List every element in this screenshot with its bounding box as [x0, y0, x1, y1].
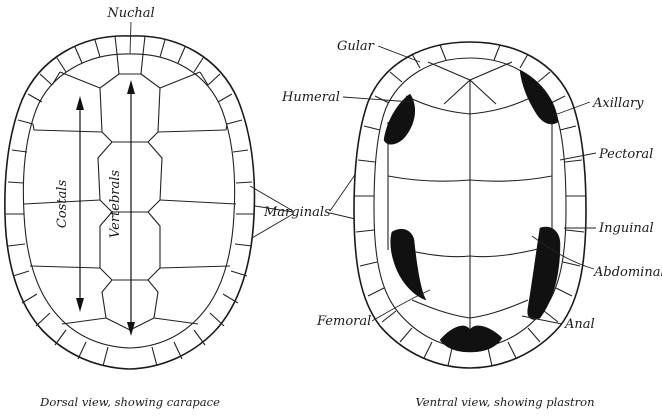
marginals-label: Marginals [263, 205, 331, 220]
nuchal-label: Nuchal [106, 6, 154, 21]
anal-label: Anal [564, 317, 595, 332]
vertebrals-label: Vertebrals [108, 170, 123, 238]
abdominal-label: Abdominal [593, 265, 662, 280]
femoral-label: Femoral [316, 314, 371, 329]
dorsal-caption: Dorsal view, showing carapace [39, 395, 220, 409]
axillary-label: Axillary [592, 96, 644, 111]
costals-label: Costals [55, 180, 70, 229]
inguinal-label: Inguinal [598, 221, 654, 236]
humeral-label: Humeral [281, 90, 340, 105]
gular-label: Gular [337, 39, 375, 54]
ventral-caption: Ventral view, showing plastron [416, 395, 595, 409]
plastron-drawing [343, 42, 596, 368]
pectoral-label: Pectoral [598, 147, 653, 162]
carapace-drawing [5, 22, 255, 369]
